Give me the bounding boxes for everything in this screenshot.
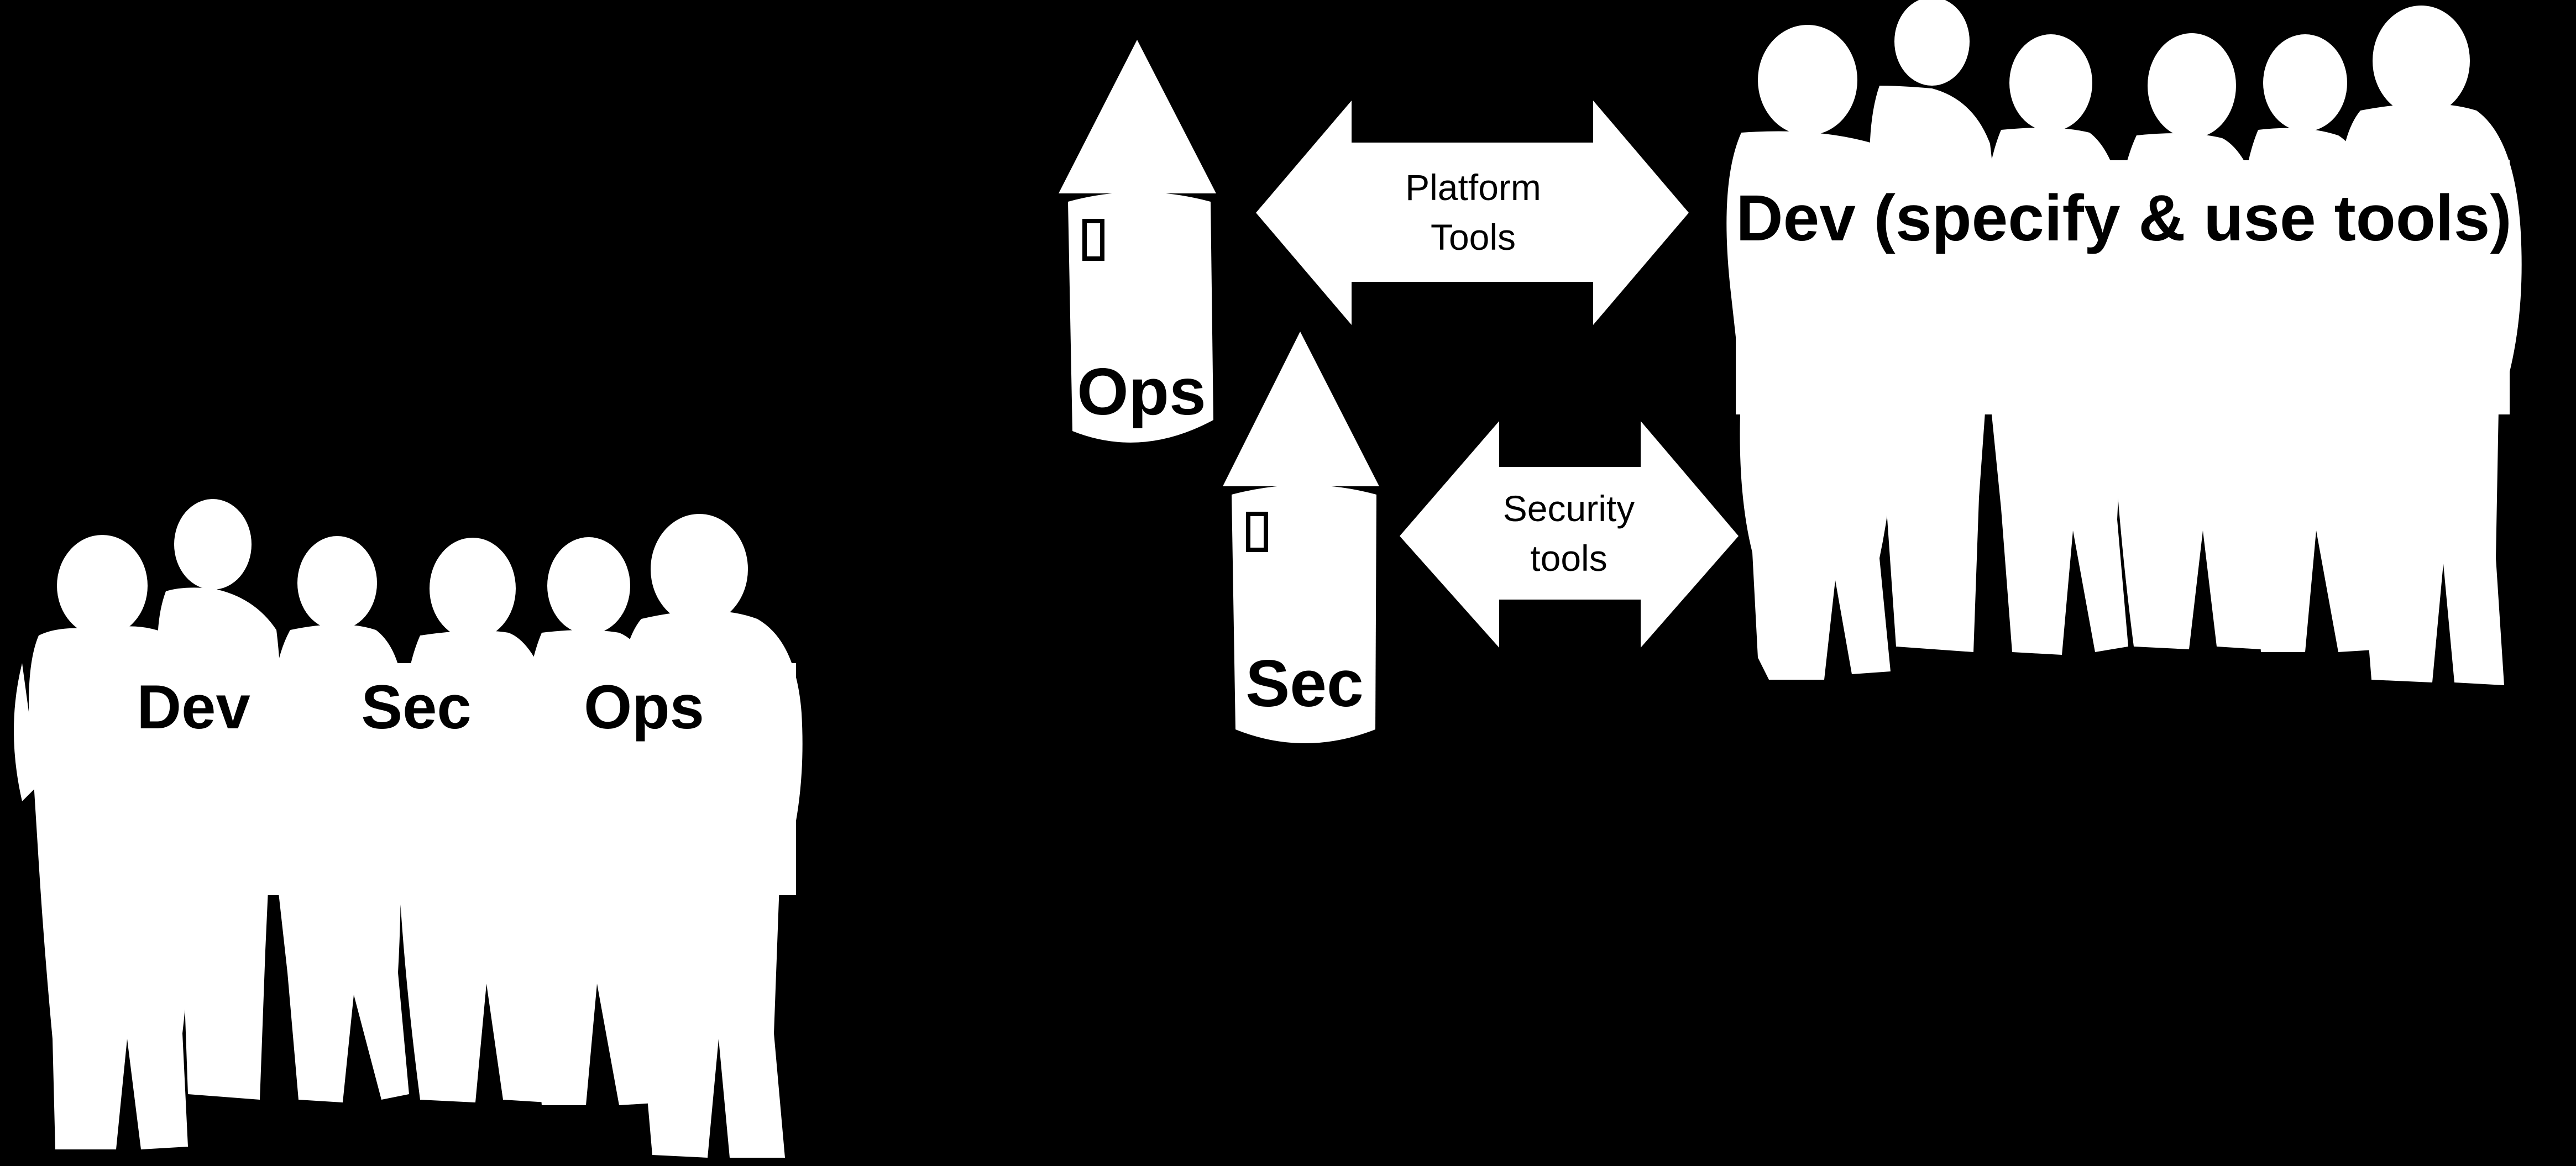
- combined-dev-label: Dev: [137, 673, 250, 742]
- platform-tools-arrow-icon: [1256, 101, 1689, 325]
- security-tools-label-line1: Security: [1503, 488, 1635, 529]
- dev-group-label: Dev (specify & use tools): [1736, 182, 2511, 255]
- platform-tools-label-line2: Tools: [1431, 217, 1516, 258]
- ops-silo-label: Ops: [1077, 355, 1206, 429]
- security-tools-label-line2: tools: [1530, 538, 1607, 579]
- ops-silo-icon: [1059, 40, 1216, 443]
- sec-silo-icon: [1223, 332, 1379, 743]
- combined-ops-label: Ops: [584, 673, 704, 742]
- sec-silo-label: Sec: [1245, 647, 1364, 721]
- security-tools-arrow-icon: [1400, 421, 1739, 648]
- combined-team-silhouette-icon: [14, 499, 803, 1158]
- combined-sec-label: Sec: [361, 673, 471, 742]
- platform-tools-label-line1: Platform: [1405, 167, 1541, 208]
- dev-group-silhouette-icon: [1726, 0, 2522, 685]
